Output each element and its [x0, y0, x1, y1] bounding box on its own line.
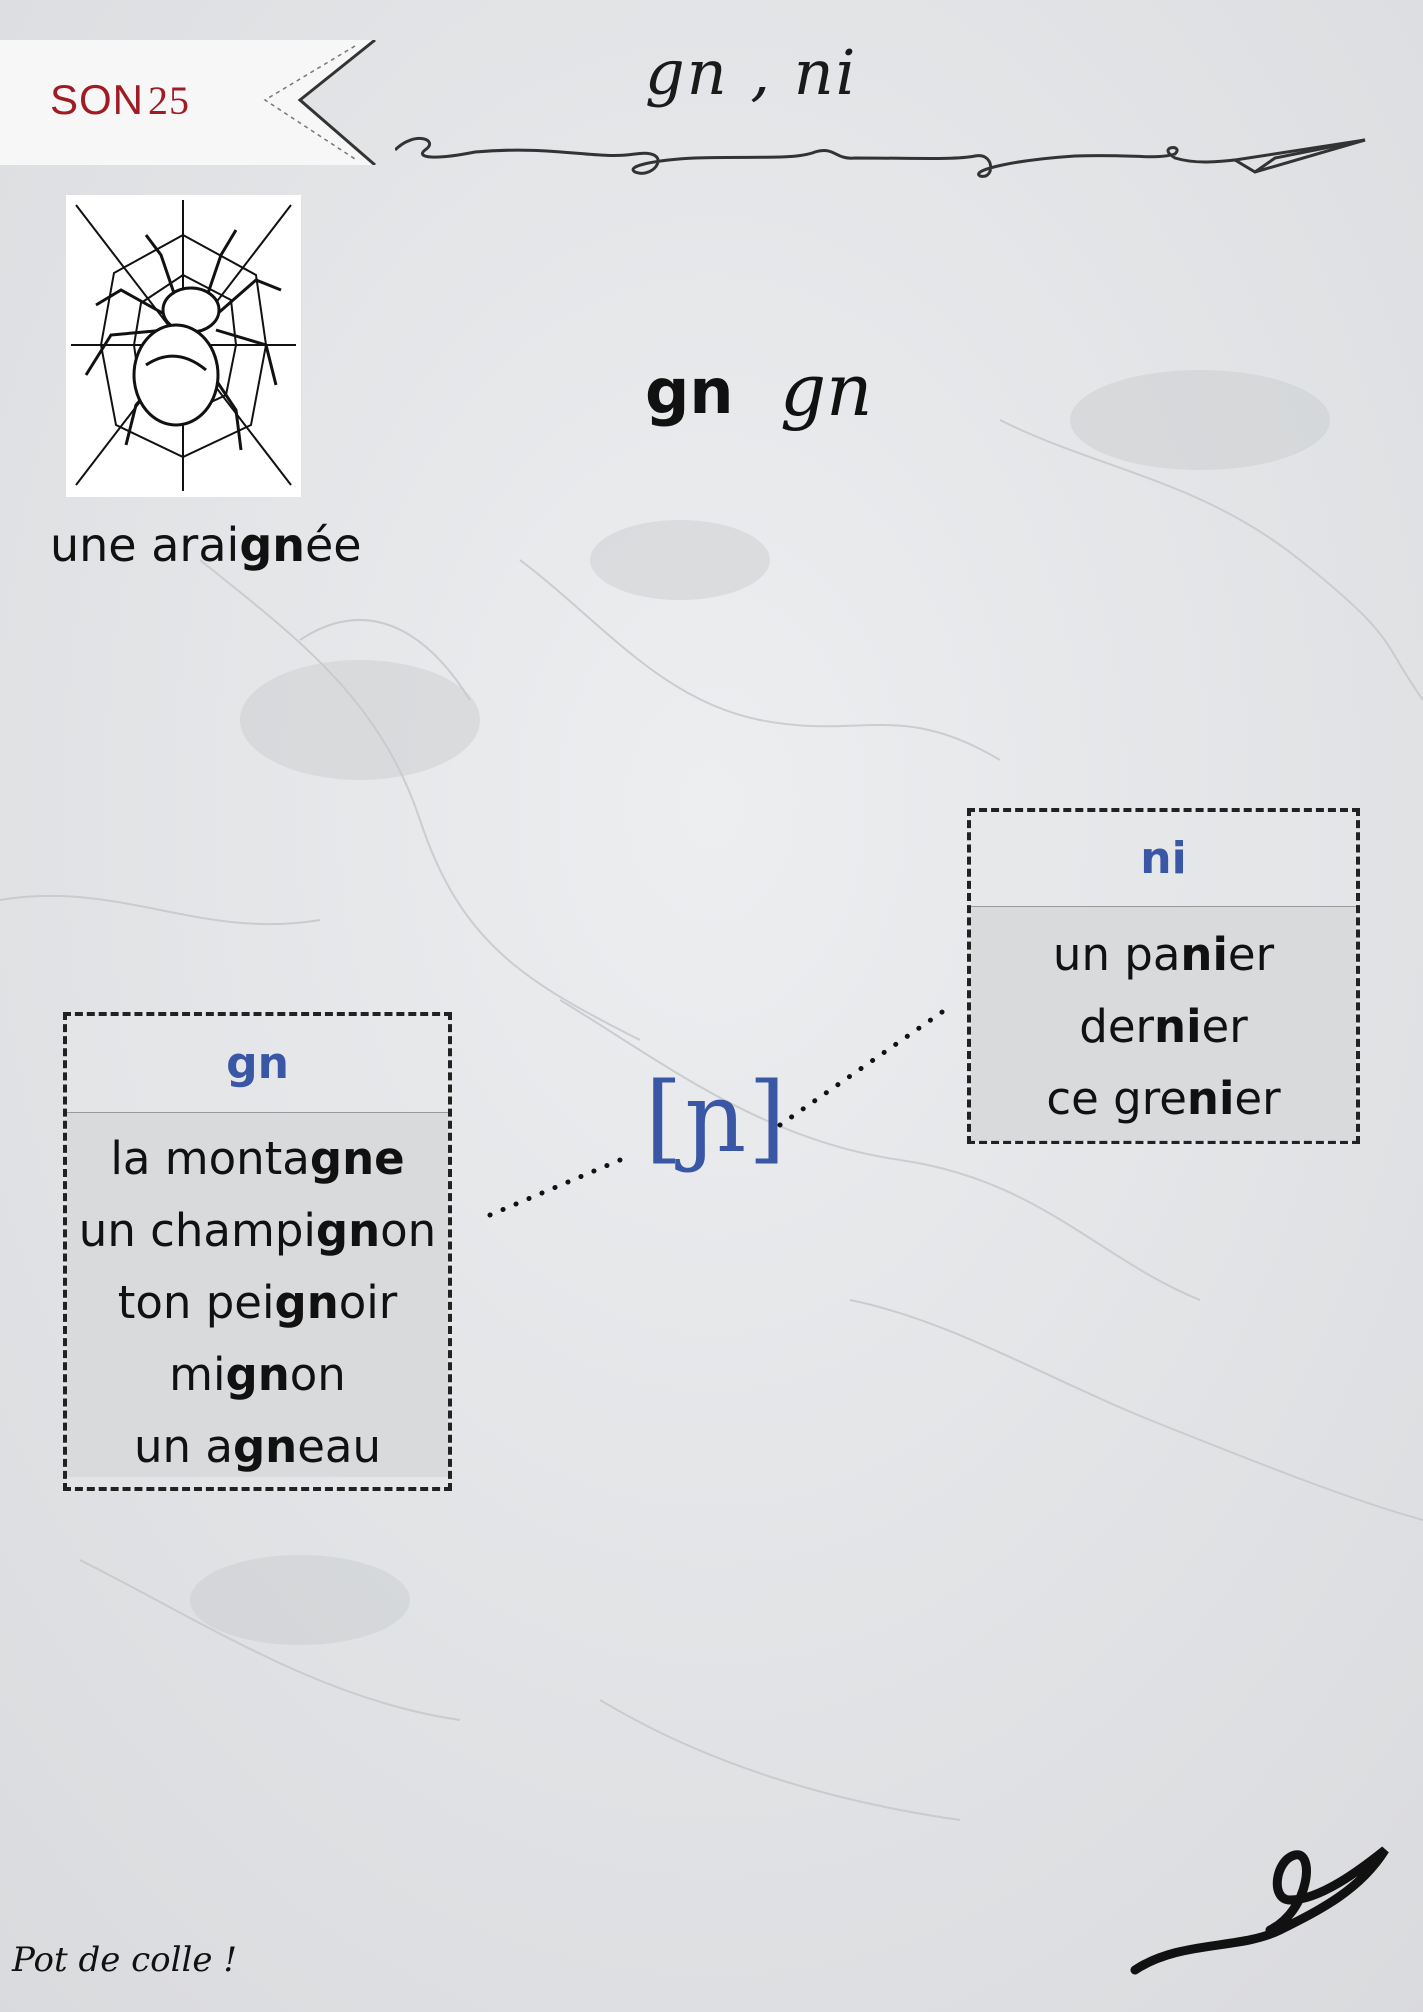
list-item: un agneau	[134, 1420, 381, 1473]
list-item: un champignon	[78, 1204, 437, 1257]
list-item: dernier	[1079, 1000, 1248, 1053]
page-title: gn , ni	[645, 36, 858, 109]
grapheme-print: gn	[645, 355, 734, 428]
gn-box-heading: gn	[67, 1016, 448, 1113]
phoneme-symbol: [ɲ]	[645, 1062, 788, 1174]
grapheme-cursive: gn	[780, 348, 873, 432]
footer-credit: Pot de colle !	[12, 1940, 237, 1980]
ni-box-heading: ni	[971, 812, 1356, 907]
spider-icon	[71, 200, 296, 491]
list-item: ton peignoir	[117, 1276, 398, 1329]
spider-caption: une araignée	[50, 518, 362, 572]
ni-word-list: un panier dernier ce grenier	[971, 907, 1356, 1141]
gn-word-list: la montagne un champignon ton peignoir m…	[67, 1113, 448, 1477]
list-item: la montagne	[110, 1132, 405, 1185]
list-item: mignon	[169, 1348, 346, 1401]
swirl-ornament	[1130, 1846, 1389, 1975]
ni-word-box: ni un panier dernier ce grenier	[967, 808, 1360, 1144]
spider-illustration	[66, 195, 301, 497]
list-item: ce grenier	[1046, 1072, 1281, 1125]
gn-word-box: gn la montagne un champignon ton peignoi…	[63, 1012, 452, 1491]
list-item: un panier	[1052, 928, 1275, 981]
son-ribbon	[0, 40, 376, 165]
decorative-divider	[395, 136, 1366, 178]
